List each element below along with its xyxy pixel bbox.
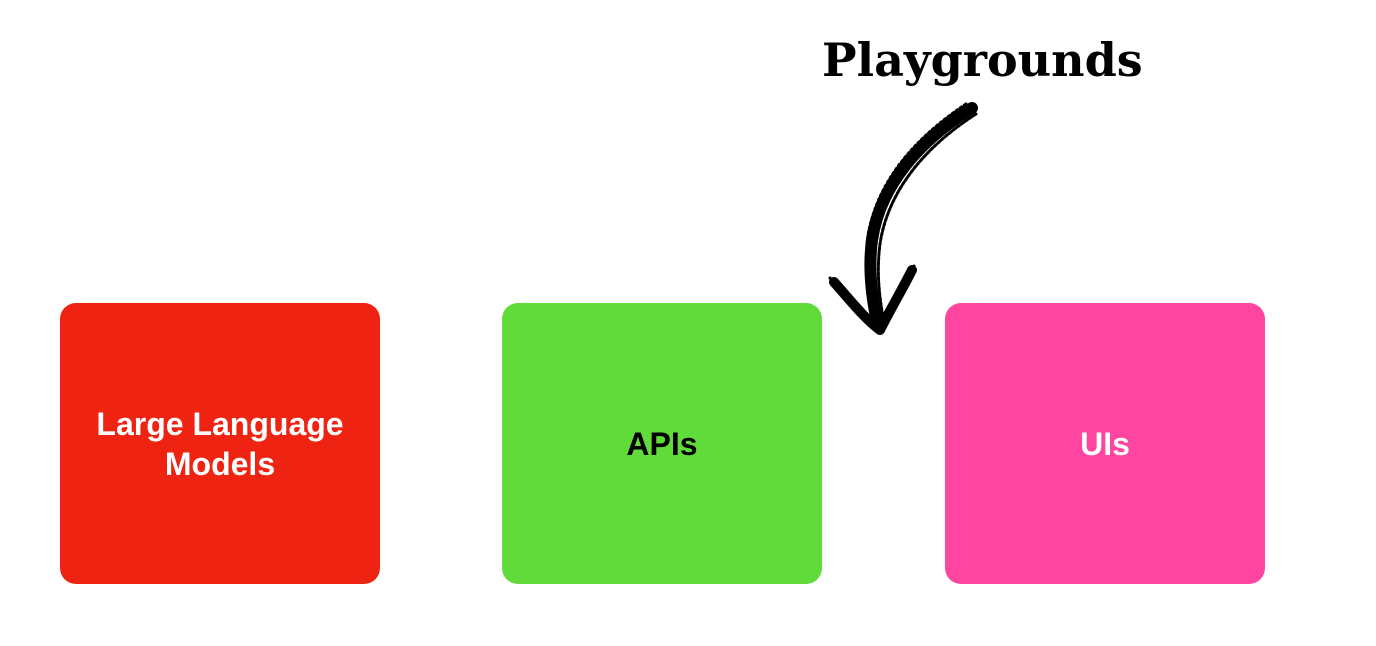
box-label-llm: Large Language Models: [96, 405, 344, 482]
playgrounds-annotation: Playgrounds: [822, 33, 1143, 87]
box-label-uis: UIs: [1080, 425, 1130, 462]
large-language-models-box: Large Language Models: [60, 303, 380, 584]
apis-box: APIs: [502, 303, 822, 584]
uis-box: UIs: [945, 303, 1265, 584]
box-label-apis: APIs: [626, 425, 698, 462]
